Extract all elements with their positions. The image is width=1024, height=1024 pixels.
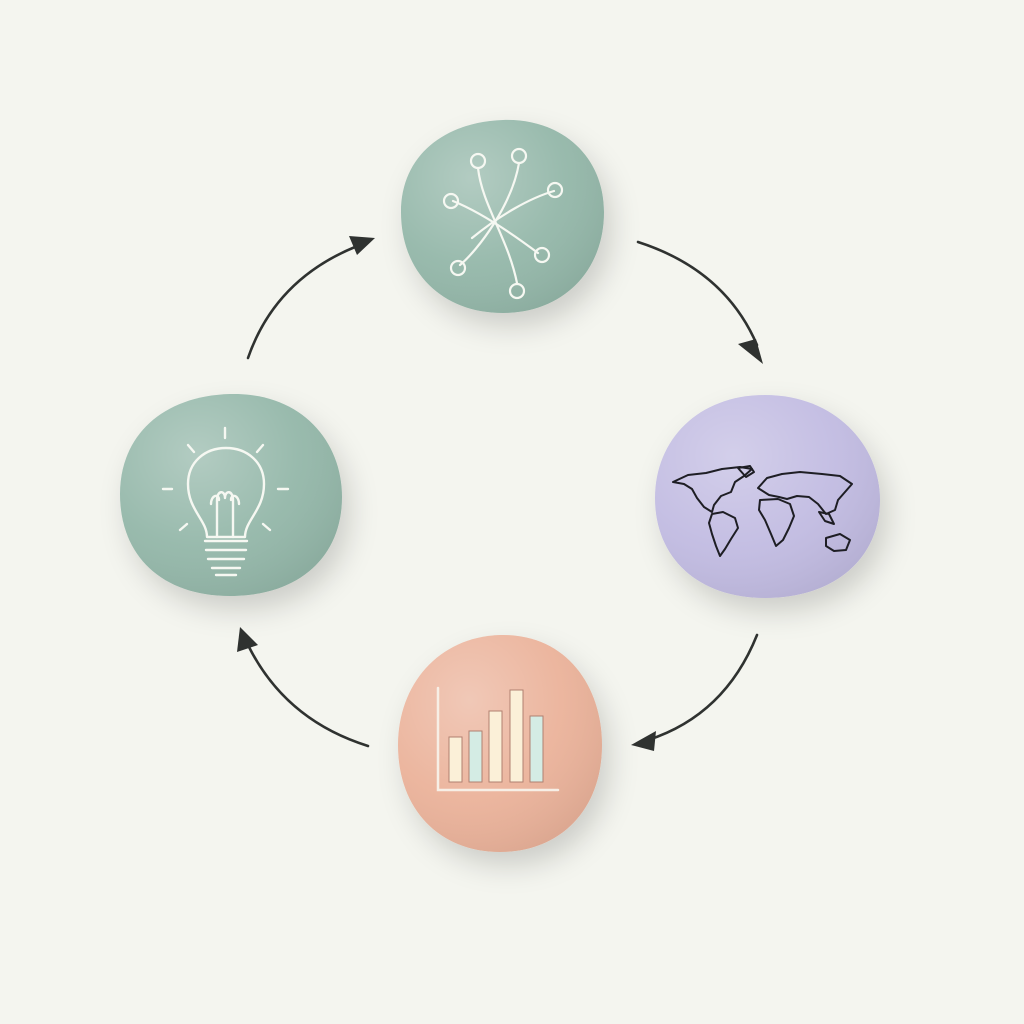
- lightbulb-icon: [161, 426, 290, 577]
- chart-icon-bar: [448, 736, 463, 783]
- arrow-world-to-chart: [631, 633, 759, 751]
- node-network: [401, 119, 604, 313]
- node-world: [655, 395, 880, 598]
- arrow-network-to-world: [636, 240, 763, 364]
- cycle-arrows: [237, 236, 763, 751]
- chart-icon-bar: [488, 710, 503, 783]
- node-chart: [398, 634, 602, 852]
- bar-chart-icon: [436, 686, 560, 792]
- node-idea: [120, 393, 342, 596]
- chart-icon-bar: [509, 689, 524, 783]
- chart-icon-bar: [529, 715, 544, 783]
- arrow-chart-to-idea: [237, 627, 370, 748]
- chart-icon-bar: [468, 730, 483, 783]
- network-nodes-icon: [442, 147, 564, 300]
- world-map-icon: [672, 465, 853, 557]
- arrow-idea-to-network: [246, 236, 375, 360]
